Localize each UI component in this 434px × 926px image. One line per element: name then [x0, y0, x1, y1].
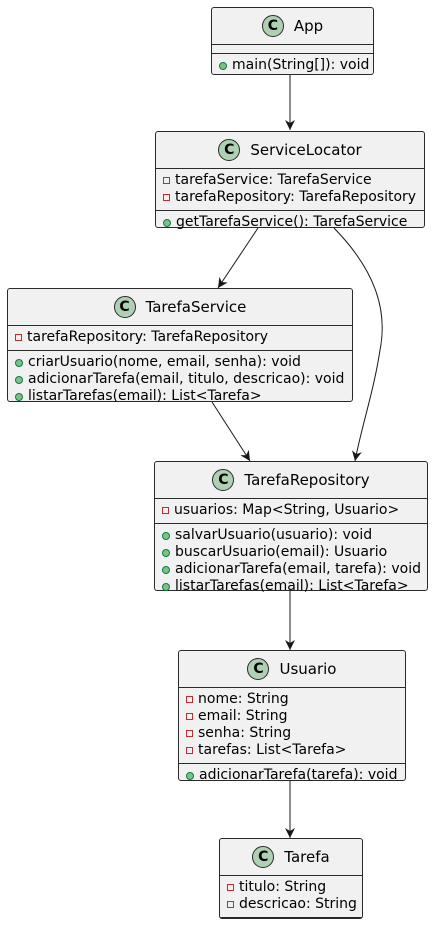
- class-name: Usuario: [279, 660, 337, 678]
- public-method-icon: [219, 61, 227, 70]
- public-method-icon: [186, 771, 194, 780]
- class-methods: [220, 917, 362, 926]
- field-row: titulo: String: [227, 879, 356, 896]
- class-fields: tarefaRepository: TarefaRepository: [8, 325, 352, 350]
- class-name: Tarefa: [284, 848, 330, 866]
- method-row: adicionarTarefa(email, titulo, descricao…: [15, 371, 346, 388]
- private-field-icon: [186, 696, 193, 703]
- class-tarefarepository: C TarefaRepository usuarios: Map<String,…: [154, 461, 428, 594]
- class-fields: usuarios: Map<String, Usuario>: [155, 498, 427, 523]
- private-field-icon: [186, 713, 193, 720]
- field-row: descricao: String: [227, 896, 357, 913]
- class-app: C App main(String[]): void: [211, 7, 374, 75]
- class-name: App: [293, 17, 324, 35]
- field-row: usuarios: Map<String, Usuario>: [162, 502, 421, 519]
- public-method-icon: [163, 218, 171, 227]
- class-badge-icon: C: [113, 296, 136, 318]
- field-row: tarefaService: TarefaService: [163, 172, 418, 189]
- relation-servicelocator-tarefaservice: [217, 227, 259, 289]
- method-row: adicionarTarefa(tarefa): void: [186, 767, 399, 784]
- class-tarefaservice: C TarefaService tarefaRepository: Tarefa…: [7, 288, 353, 404]
- method-row: listarTarefas(email): List<Tarefa>: [162, 578, 421, 595]
- method-row: getTarefaService(): TarefaService: [163, 214, 418, 231]
- field-row: tarefaRepository: TarefaRepository: [163, 189, 418, 206]
- public-method-icon: [15, 375, 23, 384]
- class-usuario: C Usuario nome: String email: String sen…: [178, 650, 406, 783]
- class-header: C Usuario: [179, 651, 405, 687]
- private-field-icon: [15, 334, 22, 341]
- class-methods: main(String[]): void: [212, 53, 373, 78]
- class-methods: salvarUsuario(usuario): void buscarUsuar…: [155, 523, 427, 599]
- public-method-icon: [15, 358, 23, 367]
- private-field-icon: [227, 901, 234, 908]
- field-row: nome: String: [186, 691, 399, 708]
- public-method-icon: [162, 548, 170, 557]
- field-row: tarefaRepository: TarefaRepository: [15, 329, 346, 346]
- class-name: TarefaService: [145, 298, 247, 316]
- private-field-icon: [186, 747, 193, 754]
- method-row: criarUsuario(nome, email, senha): void: [15, 354, 346, 371]
- class-name: TarefaRepository: [244, 471, 370, 489]
- method-row: adicionarTarefa(email, tarefa): void: [162, 561, 421, 578]
- method-row: main(String[]): void: [219, 57, 369, 74]
- relation-servicelocator-tarefarepository: [333, 227, 383, 462]
- class-methods: adicionarTarefa(tarefa): void: [179, 763, 405, 788]
- class-badge-icon: C: [212, 469, 235, 491]
- field-row: email: String: [186, 708, 399, 725]
- class-badge-icon: C: [261, 15, 284, 37]
- class-fields: tarefaService: TarefaService tarefaRepos…: [156, 168, 424, 210]
- class-badge-icon: C: [247, 658, 270, 680]
- public-method-icon: [162, 531, 170, 540]
- public-method-icon: [15, 392, 23, 401]
- public-method-icon: [162, 565, 170, 574]
- class-methods: getTarefaService(): TarefaService: [156, 210, 424, 235]
- class-header: C ServiceLocator: [156, 132, 424, 168]
- class-header: C Tarefa: [220, 839, 362, 875]
- class-badge-icon: C: [252, 846, 275, 868]
- private-field-icon: [162, 507, 169, 514]
- class-servicelocator: C ServiceLocator tarefaService: TarefaSe…: [155, 131, 425, 230]
- class-header: C TarefaService: [8, 289, 352, 325]
- class-header: C TarefaRepository: [155, 462, 427, 498]
- class-badge-icon: C: [218, 139, 241, 161]
- method-row: buscarUsuario(email): Usuario: [162, 544, 421, 561]
- class-header: C App: [212, 8, 373, 44]
- relation-tarefaservice-tarefarepository: [211, 401, 251, 462]
- field-row: tarefas: List<Tarefa>: [186, 742, 399, 759]
- method-row: salvarUsuario(usuario): void: [162, 527, 421, 544]
- class-fields: nome: String email: String senha: String…: [179, 687, 405, 763]
- class-name: ServiceLocator: [250, 141, 362, 159]
- class-methods: criarUsuario(nome, email, senha): void a…: [8, 350, 352, 409]
- method-row: listarTarefas(email): List<Tarefa>: [15, 388, 346, 405]
- class-fields: titulo: String descricao: String: [220, 875, 362, 917]
- private-field-icon: [186, 730, 193, 737]
- private-field-icon: [163, 194, 170, 201]
- private-field-icon: [227, 884, 234, 891]
- field-row: senha: String: [186, 725, 399, 742]
- private-field-icon: [163, 177, 170, 184]
- class-tarefa: C Tarefa titulo: String descricao: Strin…: [219, 838, 363, 919]
- public-method-icon: [162, 582, 170, 591]
- class-fields: [212, 44, 373, 53]
